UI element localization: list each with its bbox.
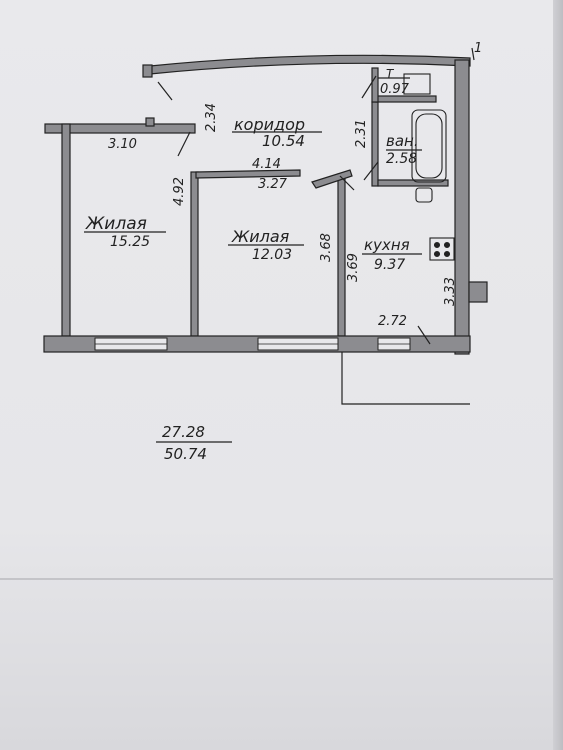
dim-2-31: 2.31 (354, 119, 369, 148)
wall-living1-top-stub (145, 117, 155, 127)
wall-bath-bottom (377, 179, 449, 187)
dim-3-27: 3.27 (258, 177, 287, 192)
door-toilet (361, 75, 377, 99)
wall-left-exterior (61, 123, 71, 337)
mark-1: 1 (474, 41, 483, 56)
corridor-name-label: коридор (234, 115, 306, 134)
door-kitchen-bottom (417, 325, 431, 345)
wall-living-divider (190, 171, 199, 337)
wall-toilet-left (371, 67, 379, 103)
living2-area-label: 12.03 (252, 247, 293, 263)
sink (415, 187, 433, 203)
dim-3-10: 3.10 (108, 137, 137, 152)
bath-name-label: ван. (386, 132, 419, 150)
total-living-area: 27.28 (162, 423, 205, 441)
wall-mark-top-right (471, 47, 475, 61)
toilet-area-label: 0.97 (380, 82, 409, 97)
total-area: 50.74 (164, 445, 207, 463)
toilet-name-label: Т (386, 67, 394, 81)
door-corridor-top (157, 81, 173, 101)
wall-kitchen-left-cap (311, 169, 353, 189)
balcony-outline (341, 352, 470, 405)
stove (429, 237, 455, 261)
kitchen-name-label: кухня (364, 236, 410, 254)
dim-3-69: 3.69 (346, 253, 361, 282)
wall-corner-top-left (142, 64, 153, 78)
wall-bath-left (371, 101, 379, 187)
living1-name-label: Жилая (86, 214, 147, 234)
dim-2-72: 2.72 (378, 314, 407, 329)
corridor-area-label: 10.54 (262, 132, 305, 150)
toilet-bowl (403, 73, 431, 95)
bathtub (411, 109, 447, 183)
wall-top (149, 54, 471, 75)
dim-3-68: 3.68 (319, 233, 334, 262)
wall-right-jog (468, 281, 488, 303)
kitchen-area-label: 9.37 (374, 257, 406, 273)
paper-edge-shadow (553, 0, 563, 750)
paper-fold-line (0, 578, 563, 580)
wall-living1-top (44, 123, 196, 134)
dim-4-14: 4.14 (252, 157, 281, 172)
door-kitchen (339, 175, 355, 191)
dim-2-34: 2.34 (204, 103, 219, 132)
dim-3-33: 3.33 (443, 277, 458, 306)
wall-right-exterior (454, 59, 470, 355)
wall-living2-top (195, 169, 301, 179)
dim-4-92: 4.92 (172, 177, 187, 206)
bath-area-label: 2.58 (386, 151, 418, 167)
door-living1 (177, 131, 191, 157)
door-bath (363, 161, 379, 181)
living2-name-label: Жилая (232, 227, 290, 246)
wall-kitchen-left (337, 173, 346, 337)
living1-area-label: 15.25 (110, 234, 151, 250)
